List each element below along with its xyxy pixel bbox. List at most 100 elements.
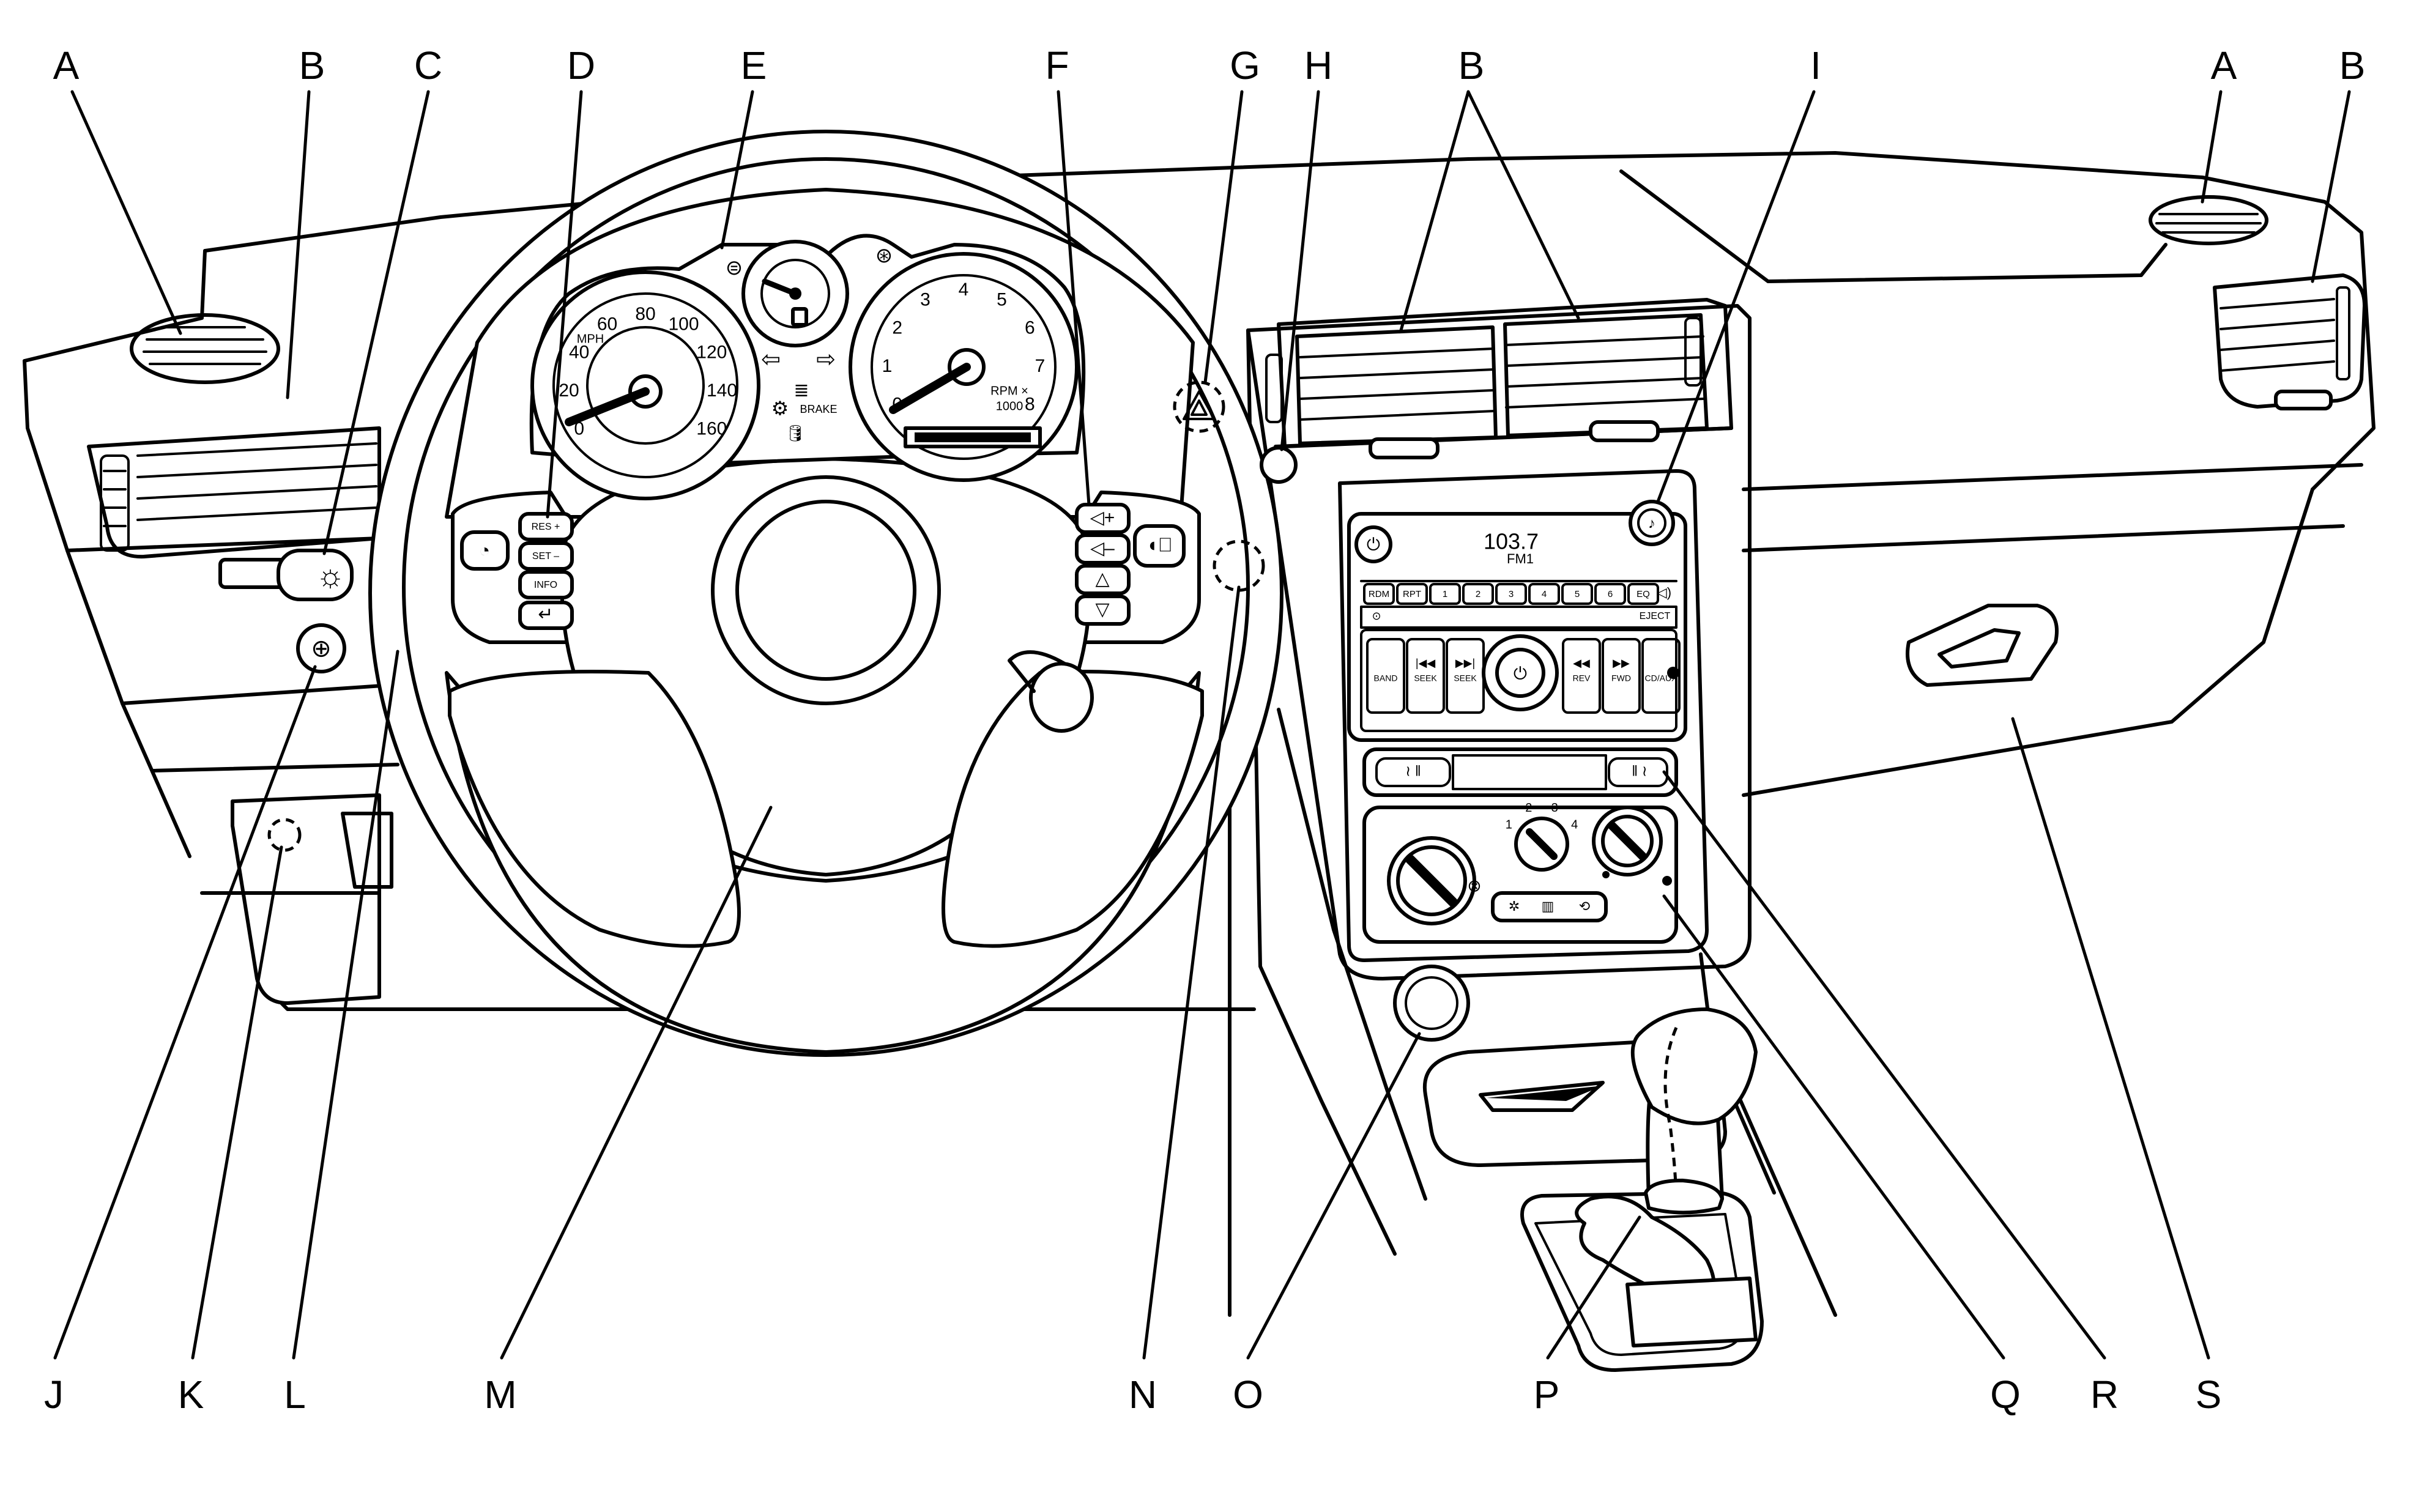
- ac-icon: ✲: [1509, 899, 1520, 914]
- tach-unit-2: 1000: [996, 399, 1023, 413]
- sound-icon: ◁): [1657, 585, 1671, 600]
- right-wheel-controls: ◁+ ◁– △ ▽ ◖ﾞ: [1075, 503, 1186, 626]
- left-outlet-vent: [87, 426, 381, 559]
- radio-button: [1602, 638, 1641, 714]
- left-side-vent: [130, 313, 280, 384]
- clock-icon: ⊙: [1372, 610, 1381, 622]
- volume-knob-icon: ⏻: [1514, 664, 1527, 683]
- preset-button-label: RPT: [1403, 589, 1421, 599]
- hazard-button: [1173, 380, 1225, 433]
- engine-indicator-icon: ⚙: [771, 397, 789, 419]
- radio-button-symbol: ◀◀: [1573, 657, 1590, 669]
- seat-heater-strip: ≀ ‖ ‖ ≀: [1362, 747, 1678, 797]
- volume-up-icon: ◁+: [1090, 508, 1115, 528]
- seek-down-icon: ▽: [1095, 599, 1109, 620]
- preset-button: [1627, 583, 1659, 605]
- preset-button: [1429, 583, 1461, 605]
- radio-button: [1562, 638, 1601, 714]
- radio-button-label: FWD: [1611, 673, 1631, 683]
- radio-button-symbol: ▶▶: [1613, 657, 1630, 669]
- hidden-control-n: [1213, 539, 1265, 592]
- headlamp-switch: ☼: [218, 549, 354, 601]
- mode-icon: ⊗: [1467, 876, 1481, 895]
- preset-button-label: EQ: [1636, 589, 1650, 599]
- oil-indicator-icon: 🛢: [785, 424, 805, 442]
- res-button-label: RES +: [532, 522, 560, 532]
- left-seat-heat-icon: ≀ ‖: [1405, 763, 1421, 779]
- radio-button-label: BAND: [1374, 673, 1398, 683]
- tach-unit: RPM ×: [990, 384, 1028, 398]
- radio-frequency: 103.7: [1484, 529, 1539, 554]
- vent-slat: [1505, 335, 1704, 346]
- svg-text:⊕: ⊕: [311, 636, 332, 662]
- preset-button: [1561, 583, 1593, 605]
- preset-button-label: 1: [1443, 589, 1447, 599]
- preset-button-label: 3: [1509, 589, 1514, 599]
- tach-tick-label: 6: [1025, 317, 1035, 338]
- radio-band-indicator: FM1: [1507, 551, 1534, 566]
- fan-tick-label: 1: [1506, 818, 1512, 831]
- vent-slat: [1505, 398, 1704, 409]
- fan-tick-label: 2: [1525, 801, 1532, 815]
- hidden-control-k: [267, 818, 302, 852]
- tach-tick-label: 4: [959, 280, 969, 300]
- preset-button: [1462, 583, 1494, 605]
- right-defrost-vent: [2149, 195, 2268, 245]
- tach-tick-label: 8: [1025, 394, 1035, 414]
- tach-tick-label: 5: [997, 290, 1007, 310]
- vent-slat: [2220, 360, 2335, 372]
- speedo-tick-label: 40: [569, 342, 589, 362]
- tach-tick-label: 2: [892, 317, 902, 338]
- speedo-tick-label: 80: [635, 304, 655, 324]
- preset-button: [1396, 583, 1428, 605]
- callout-labels-top: A B C D E F G H B I A B: [53, 43, 2366, 87]
- voice-command-icon: ◖ﾞ: [1146, 533, 1172, 555]
- callout-i: I: [1810, 43, 1821, 87]
- left-center-knob: [1260, 446, 1298, 484]
- preset-button: [1528, 583, 1560, 605]
- vent-slat: [1299, 368, 1495, 379]
- preset-button-label: RDM: [1369, 589, 1389, 599]
- speedo-tick-label: 120: [696, 342, 727, 362]
- callout-leader-lines: [53, 90, 2351, 1360]
- preset-button-label: 5: [1575, 589, 1580, 599]
- left-wheel-controls: ◔ RES + SET – INFO ↵: [460, 512, 574, 630]
- callout-h: H: [1304, 43, 1332, 87]
- callout-l: L: [284, 1373, 306, 1417]
- fog-lamp-button: ⊕: [296, 623, 346, 673]
- callout-b-right: B: [2339, 43, 2366, 87]
- callout-s: S: [2196, 1373, 2222, 1417]
- vent-slat: [2220, 339, 2335, 351]
- seek-up-icon: △: [1095, 569, 1109, 589]
- highbeam-indicator-icon: ≣: [793, 380, 809, 401]
- tach-tick-label: 1: [882, 356, 893, 376]
- preset-button-label: 2: [1476, 589, 1480, 599]
- radio-button-label: SEEK: [1414, 673, 1437, 683]
- left-turn-indicator-icon: ⇦: [761, 347, 781, 372]
- headlamp-indicator-icon: ⊜: [726, 256, 743, 280]
- speedo-tick-label: 140: [707, 380, 737, 401]
- vent-slat: [1505, 356, 1704, 367]
- center-vents: [1265, 298, 1733, 459]
- cruise-icon: ◔: [479, 541, 490, 561]
- callout-b-left: B: [299, 43, 325, 87]
- radio-button: [1406, 638, 1445, 714]
- tune-knob-icon: ♪: [1648, 515, 1655, 532]
- vent-slat: [1299, 347, 1495, 358]
- brake-indicator-label: BRAKE: [800, 403, 837, 415]
- radio-button: [1641, 638, 1681, 714]
- radio-button: [1446, 638, 1485, 714]
- speedo-unit: MPH: [577, 332, 604, 346]
- speedo-tick-label: 20: [559, 380, 579, 401]
- eject-label: EJECT: [1640, 611, 1671, 621]
- speedo-tick-label: 60: [597, 314, 617, 335]
- callout-m: M: [484, 1373, 516, 1417]
- callout-labels-bottom: J K L M N O P Q R S: [44, 1373, 2221, 1417]
- info-button-label: INFO: [534, 580, 557, 590]
- callout-o: O: [1233, 1373, 1263, 1417]
